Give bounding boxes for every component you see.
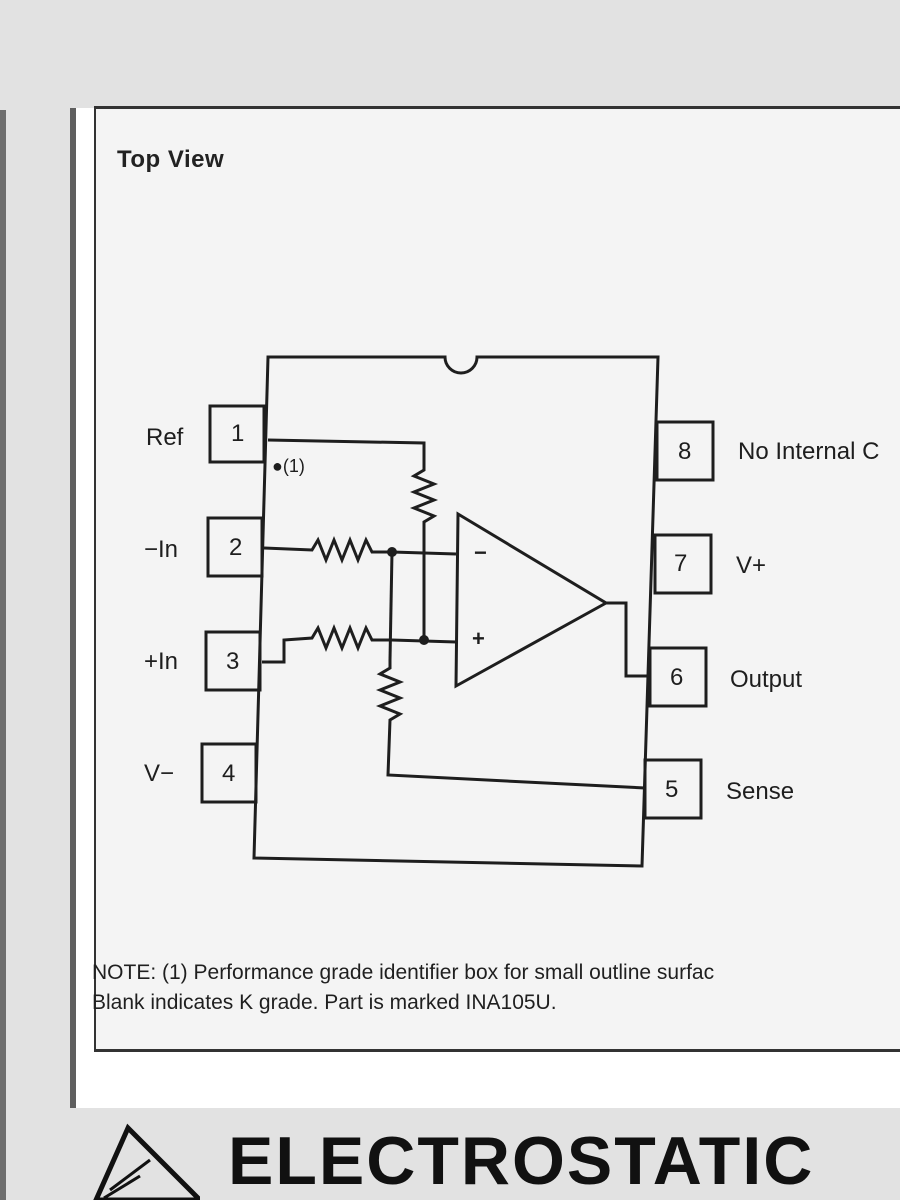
junction-dot-plus (419, 635, 429, 645)
pin-number-5: 5 (665, 776, 679, 803)
output-wire (606, 601, 650, 678)
pin-label-output: Output (730, 666, 803, 693)
pin-label-plus-in: +In (144, 648, 179, 675)
pin-box-8 (655, 420, 715, 482)
pin-label-no-internal: No Internal C (738, 438, 880, 465)
pin-label-minus-in: −In (144, 536, 179, 563)
electrostatic-heading: ELECTROSTATIC (228, 1123, 815, 1199)
opamp-triangle (454, 511, 610, 689)
pin-label-v-plus: V+ (736, 552, 767, 579)
junction-dot-minus (387, 547, 397, 557)
opamp-minus-sign: − (474, 540, 487, 565)
pin-number-3: 3 (226, 648, 240, 675)
pin-number-4: 4 (222, 760, 236, 787)
figure-panel (94, 106, 900, 1052)
pin-box-3 (204, 630, 262, 692)
plus-in-resistor (262, 623, 392, 664)
pin-label-ref: Ref (146, 424, 184, 451)
feedback-resistor (409, 462, 439, 640)
note-line-2: Blank indicates K grade. Part is marked … (92, 991, 557, 1014)
pin-box-5 (643, 758, 703, 820)
chip-body (252, 355, 660, 868)
pin-label-sense: Sense (726, 778, 795, 805)
pin-label-v-minus: V− (144, 760, 175, 787)
note-line-1: NOTE: (1) Performance grade identifier b… (92, 961, 715, 984)
minus-node-wire (391, 550, 457, 556)
opamp-plus-sign: + (472, 626, 485, 651)
esd-warning-icon (93, 1123, 200, 1200)
ref-wire (267, 438, 426, 462)
pin-box-2 (206, 516, 264, 578)
window-edge (0, 110, 6, 1200)
pin-number-7: 7 (674, 550, 688, 577)
pin-number-8: 8 (678, 438, 692, 465)
figure-note: NOTE: (1) Performance grade identifier b… (92, 958, 900, 1018)
gain-wire (388, 551, 394, 661)
pin-number-6: 6 (670, 664, 684, 691)
pin-number-1: 1 (231, 420, 245, 447)
figure-title: Top View (117, 146, 225, 173)
pin-box-7 (653, 533, 713, 595)
pin-box-4 (200, 742, 258, 804)
minus-in-resistor (263, 535, 392, 565)
grade-marker: ●(1) (272, 456, 305, 476)
pin-box-1 (208, 404, 266, 464)
pin-number-2: 2 (229, 534, 243, 561)
bottom-resistor (375, 660, 646, 790)
